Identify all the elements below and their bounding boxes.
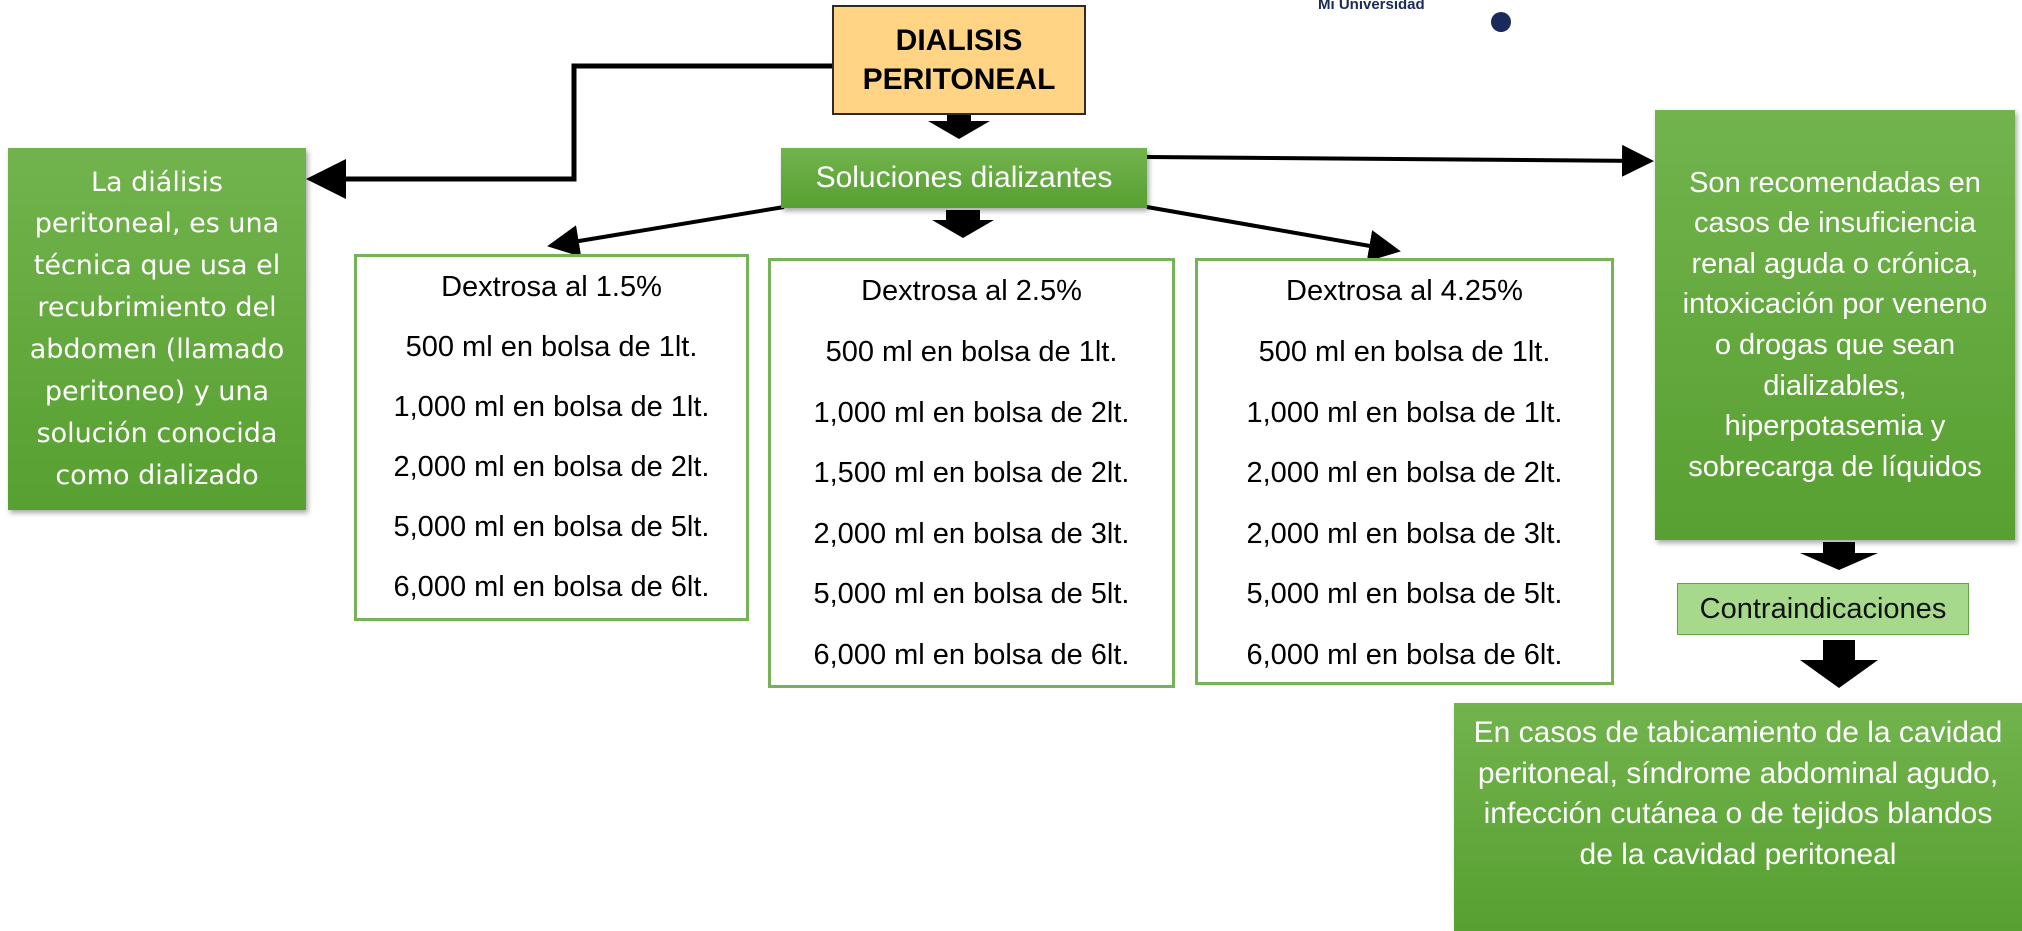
list-item: 6,000 ml en bolsa de 6lt. <box>1246 638 1563 671</box>
list-item: 500 ml en bolsa de 1lt. <box>405 331 698 363</box>
contraindications-detail-node: En casos de tabicamiento de la cavidad p… <box>1454 703 2022 931</box>
contraindications-label: Contraindicaciones <box>1699 592 1947 625</box>
list-item: 6,000 ml en bolsa de 6lt. <box>813 638 1130 671</box>
connector-soluciones-to-indications <box>1146 144 1654 177</box>
list-item: 1,000 ml en bolsa de 2lt. <box>813 396 1130 429</box>
down-arrow-contraindications <box>1800 640 1878 688</box>
contraindications-text: En casos de tabicamiento de la cavidad p… <box>1473 716 2003 871</box>
title-node: DIALISIS PERITONEAL <box>832 5 1086 115</box>
logo-dot-icon <box>1491 12 1511 32</box>
down-arrow-indications <box>1800 542 1878 570</box>
list-item: 2,000 ml en bolsa de 3lt. <box>1246 517 1563 550</box>
list-item: 5,000 ml en bolsa de 5lt. <box>1246 578 1563 610</box>
list-item: 1,000 ml en bolsa de 1lt. <box>393 391 710 423</box>
soluciones-label: Soluciones dializantes <box>815 161 1113 194</box>
dextrosa-box-2: Dextrosa al 2.5% 500 ml en bolsa de 1lt.… <box>768 258 1175 688</box>
indications-node: Son recomendadas en casos de insuficienc… <box>1655 110 2015 540</box>
soluciones-node: Soluciones dializantes <box>781 148 1147 208</box>
list-item: 1,500 ml en bolsa de 2lt. <box>813 457 1130 489</box>
list-item: 2,000 ml en bolsa de 2lt. <box>1246 457 1563 489</box>
dextrosa-heading: Dextrosa al 1.5% <box>441 271 662 303</box>
list-item: 500 ml en bolsa de 1lt. <box>825 336 1118 368</box>
indications-text: Son recomendadas en casos de insuficienc… <box>1682 166 1988 483</box>
definition-text: La diálisis peritoneal, es una técnica q… <box>29 166 285 491</box>
dextrosa-box-3: Dextrosa al 4.25% 500 ml en bolsa de 1lt… <box>1195 258 1614 685</box>
contraindications-node: Contraindicaciones <box>1677 583 1969 635</box>
university-logo-text: Mi Universidad <box>1318 0 1425 13</box>
list-item: 2,000 ml en bolsa de 3lt. <box>813 517 1130 550</box>
list-item: 1,000 ml en bolsa de 1lt. <box>1246 396 1563 429</box>
list-item: 2,000 ml en bolsa de 2lt. <box>393 451 710 483</box>
connector-soluciones-to-dextrosa-3 <box>1146 205 1401 262</box>
connector-title-to-definition <box>306 63 832 199</box>
list-item: 6,000 ml en bolsa de 6lt. <box>393 571 710 603</box>
dextrosa-heading: Dextrosa al 4.25% <box>1286 275 1523 307</box>
connector-soluciones-to-dextrosa-1 <box>547 205 785 257</box>
diagram-title: DIALISIS PERITONEAL <box>862 24 1056 96</box>
dextrosa-box-1: Dextrosa al 1.5% 500 ml en bolsa de 1lt.… <box>354 254 749 621</box>
list-item: 5,000 ml en bolsa de 5lt. <box>393 511 710 543</box>
down-arrow-soluciones <box>932 210 994 238</box>
definition-node: La diálisis peritoneal, es una técnica q… <box>8 148 306 510</box>
list-item: 500 ml en bolsa de 1lt. <box>1258 336 1551 368</box>
list-item: 5,000 ml en bolsa de 5lt. <box>813 578 1130 610</box>
dextrosa-heading: Dextrosa al 2.5% <box>861 275 1082 307</box>
down-arrow-title <box>928 115 990 139</box>
